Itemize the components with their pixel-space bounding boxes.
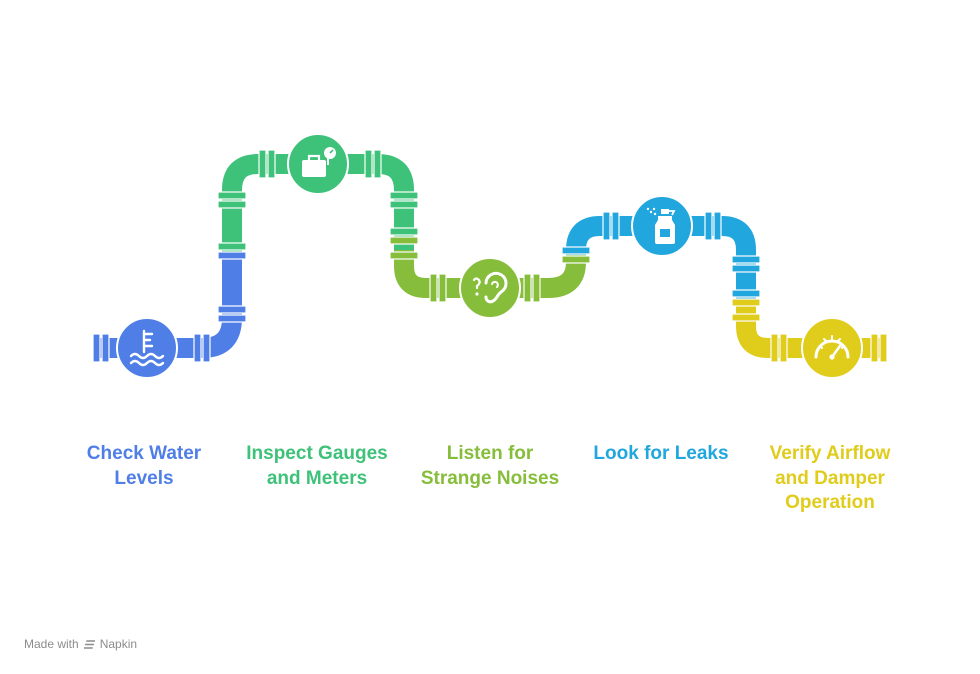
step-1-label: Check Water Levels bbox=[86, 443, 202, 489]
step-2-node bbox=[287, 133, 349, 195]
step-3-node bbox=[459, 257, 521, 319]
flange bbox=[389, 236, 419, 245]
flange bbox=[523, 273, 532, 303]
flange bbox=[389, 200, 419, 209]
water-level-icon bbox=[129, 329, 165, 367]
flange bbox=[258, 149, 267, 179]
flange bbox=[217, 314, 247, 323]
flange bbox=[217, 251, 247, 260]
flange bbox=[870, 333, 879, 363]
flange bbox=[532, 273, 541, 303]
flange bbox=[561, 246, 591, 255]
flange bbox=[389, 227, 419, 236]
pipe-segment-5 bbox=[736, 300, 886, 358]
step-3-label: Listen for Strange Noises bbox=[420, 443, 560, 489]
flange bbox=[429, 273, 438, 303]
step-5-label: Verify Airflow and Damper Operation bbox=[769, 443, 891, 513]
step-5-node bbox=[801, 317, 863, 379]
flange bbox=[389, 251, 419, 260]
flange bbox=[602, 211, 611, 241]
flange bbox=[217, 305, 247, 314]
flange bbox=[731, 313, 761, 322]
flange bbox=[770, 333, 779, 363]
speedometer-icon bbox=[814, 335, 850, 360]
flange bbox=[779, 333, 788, 363]
flange bbox=[267, 149, 276, 179]
flange bbox=[879, 333, 888, 363]
ear-listen-icon bbox=[472, 271, 508, 304]
flange bbox=[364, 149, 373, 179]
flange bbox=[731, 298, 761, 307]
flange bbox=[101, 333, 110, 363]
flange bbox=[217, 200, 247, 209]
flange bbox=[438, 273, 447, 303]
step-4-label: Look for Leaks bbox=[593, 443, 729, 464]
napkin-logo-icon bbox=[83, 639, 95, 649]
flange bbox=[202, 333, 211, 363]
toolbox-gauge-icon bbox=[302, 147, 336, 177]
flange bbox=[731, 264, 761, 273]
spray-bottle-icon bbox=[646, 207, 676, 244]
flange bbox=[92, 333, 101, 363]
flange bbox=[713, 211, 722, 241]
flange bbox=[217, 242, 247, 251]
flange bbox=[731, 255, 761, 264]
made-with-text: Made with bbox=[24, 637, 79, 651]
step-1-node bbox=[116, 317, 178, 379]
flange bbox=[217, 191, 247, 200]
flange bbox=[704, 211, 713, 241]
step-2-label: Inspect Gauges and Meters bbox=[246, 443, 388, 489]
flange bbox=[561, 255, 591, 264]
flange bbox=[193, 333, 202, 363]
made-with-napkin-footer: Made with Napkin bbox=[24, 637, 137, 651]
flange bbox=[731, 289, 761, 298]
step-4-node bbox=[631, 195, 693, 257]
flange bbox=[389, 191, 419, 200]
flange bbox=[611, 211, 620, 241]
napkin-brand-text: Napkin bbox=[99, 637, 138, 651]
flange bbox=[373, 149, 382, 179]
